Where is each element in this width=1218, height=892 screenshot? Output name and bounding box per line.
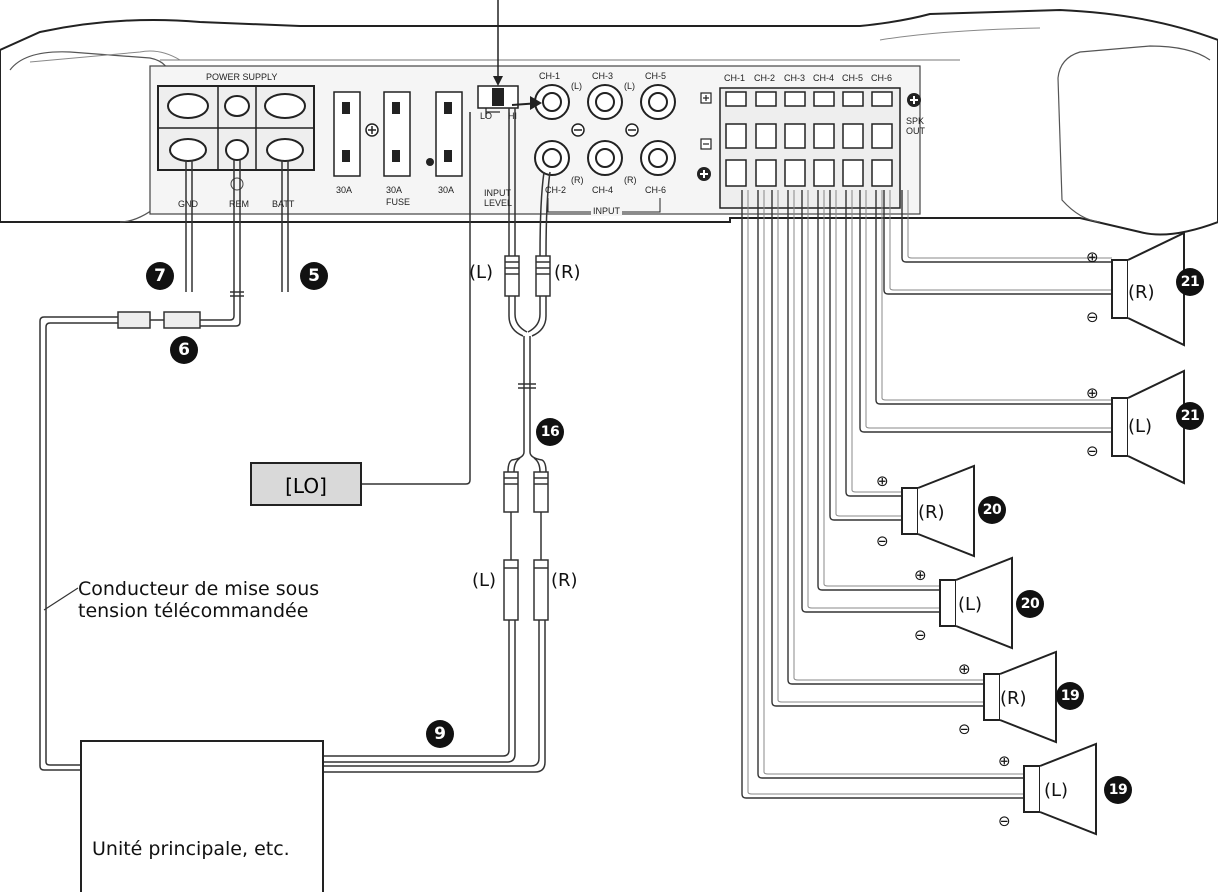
spk-ch3-label: CH-3 xyxy=(784,73,806,83)
speaker-3-channel: (R) xyxy=(918,502,945,523)
spk-ch1-label: CH-1 xyxy=(724,73,746,83)
input-l-label-1: (L) xyxy=(571,81,582,91)
spk-ch2-label: CH-2 xyxy=(754,73,776,83)
speaker-6-plus: ⊕ xyxy=(998,752,1011,770)
speaker-3-plus: ⊕ xyxy=(876,472,889,490)
input-ch5-label: CH-5 xyxy=(645,71,667,81)
input-r-label-2: (R) xyxy=(624,175,637,185)
callout-19-l: 19 xyxy=(1104,776,1132,804)
speaker-4-minus: ⊖ xyxy=(914,626,927,644)
callout-16: 16 xyxy=(536,418,564,446)
callout-9: 9 xyxy=(426,720,454,748)
remote-wire-label-line2: tension télécommandée xyxy=(78,600,309,622)
rca-cables xyxy=(324,108,551,773)
speaker-5-minus: ⊖ xyxy=(958,720,971,738)
callout-7: 7 xyxy=(146,262,174,290)
rem-label: REM xyxy=(229,199,249,209)
speaker-output-terminals xyxy=(697,87,921,209)
speaker-2 xyxy=(1111,369,1185,485)
speaker-6-minus: ⊖ xyxy=(998,812,1011,830)
speaker-1-minus: ⊖ xyxy=(1086,308,1099,326)
callout-5: 5 xyxy=(300,262,328,290)
fuse-holders xyxy=(333,91,463,177)
remote-wire-pointer xyxy=(43,587,79,611)
speaker-2-channel: (L) xyxy=(1128,416,1153,437)
remote-wire-label-line1: Conducteur de mise sous xyxy=(78,578,320,600)
speaker-2-minus: ⊖ xyxy=(1086,442,1099,460)
callout-6: 6 xyxy=(170,336,198,364)
input-ch2-label: CH-2 xyxy=(545,185,567,195)
head-unit-box xyxy=(80,740,324,892)
input-l-label-2: (L) xyxy=(624,81,635,91)
input-r-label-1: (R) xyxy=(571,175,584,185)
spk-ch4-label: CH-4 xyxy=(813,73,835,83)
callout-21-r: 21 xyxy=(1176,268,1204,296)
rca-input-jacks xyxy=(511,84,676,213)
callout-20-l: 20 xyxy=(1016,590,1044,618)
input-ch6-label: CH-6 xyxy=(645,185,667,195)
speaker-2-plus: ⊕ xyxy=(1086,384,1099,402)
speaker-1-channel: (R) xyxy=(1128,282,1155,303)
speaker-wires xyxy=(741,190,1112,799)
speaker-4-plus: ⊕ xyxy=(914,566,927,584)
speaker-4-channel: (L) xyxy=(958,594,983,615)
speaker-1 xyxy=(1111,231,1185,347)
gnd-label: GND xyxy=(178,199,198,209)
lo-switch-line xyxy=(362,112,471,485)
callout-19-r: 19 xyxy=(1056,682,1084,710)
speakers xyxy=(901,231,1185,836)
rca-top-left-label: (L) xyxy=(469,262,494,283)
fuse-value-2: 30A xyxy=(386,185,403,195)
switch-hi-label: HI xyxy=(508,111,517,121)
rca-bottom-right-label: (R) xyxy=(551,570,578,591)
rca-top-right-label: (R) xyxy=(554,262,581,283)
fuse-value-3: 30A xyxy=(438,185,455,195)
speaker-4 xyxy=(939,556,1013,650)
power-supply-label: POWER SUPPLY xyxy=(206,72,278,82)
switch-lo-label: LO xyxy=(480,111,493,121)
speaker-5-channel: (R) xyxy=(1000,688,1027,709)
input-label: INPUT xyxy=(591,206,622,216)
speaker-6 xyxy=(1023,742,1097,836)
fuse-label: FUSE xyxy=(386,197,411,207)
batt-label: BATT xyxy=(272,199,295,209)
lo-setting-box: [LO] xyxy=(250,462,362,506)
speaker-1-plus: ⊕ xyxy=(1086,248,1099,266)
input-level-label: INPUT LEVEL xyxy=(484,188,513,208)
power-wires xyxy=(39,160,289,771)
callout-20-r: 20 xyxy=(978,496,1006,524)
speaker-5-plus: ⊕ xyxy=(958,660,971,678)
input-level-switch xyxy=(477,0,519,118)
callout-21-l: 21 xyxy=(1176,402,1204,430)
fuse-value-1: 30A xyxy=(336,185,353,195)
rca-bottom-left-label: (L) xyxy=(472,570,497,591)
speaker-3-minus: ⊖ xyxy=(876,532,889,550)
input-ch3-label: CH-3 xyxy=(592,71,614,81)
head-unit-label: Unité principale, etc. xyxy=(92,838,290,860)
speaker-3 xyxy=(901,464,975,558)
input-ch1-label: CH-1 xyxy=(539,71,561,81)
input-ch4-label: CH-4 xyxy=(592,185,614,195)
power-terminal-block xyxy=(157,85,315,191)
speaker-6-channel: (L) xyxy=(1044,780,1069,801)
spk-ch5-label: CH-5 xyxy=(842,73,864,83)
spk-ch6-label: CH-6 xyxy=(871,73,893,83)
spk-out-label: SPK OUT xyxy=(906,116,925,136)
